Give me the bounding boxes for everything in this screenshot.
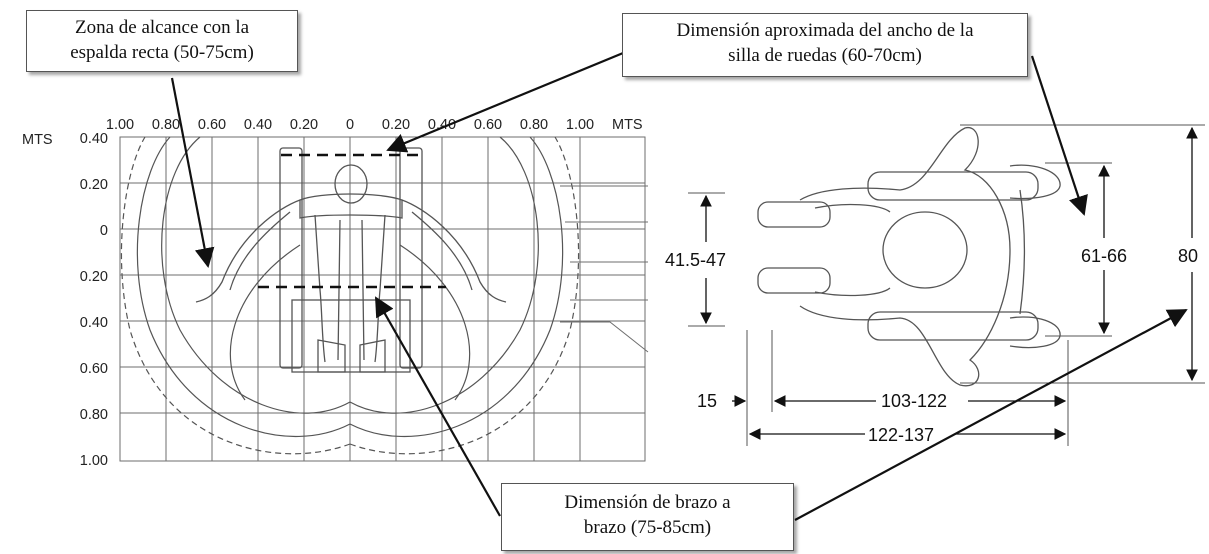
dimension-arrows bbox=[700, 126, 1198, 440]
reach-callout-arrow bbox=[170, 77, 215, 268]
x-tick-label: 0.20 bbox=[382, 117, 410, 133]
callout-width-line2: silla de ruedas (60-70cm) bbox=[728, 45, 922, 66]
callout-chair-width: Dimensión aproximada del ancho de la sil… bbox=[622, 13, 1028, 77]
reach-arcs bbox=[120, 136, 580, 455]
x-tick-label: 1.00 bbox=[106, 117, 134, 133]
y-tick-label: 0 bbox=[100, 223, 108, 239]
dim-footrest-width: 41.5-47 bbox=[665, 250, 726, 270]
y-tick-label: 0.20 bbox=[80, 177, 108, 193]
dim-overall-width: 80 bbox=[1178, 246, 1198, 266]
chair-width-callout-arrow bbox=[386, 44, 641, 153]
x-tick-label: 0.40 bbox=[244, 117, 272, 133]
y-tick-label: 0.80 bbox=[80, 407, 108, 423]
dim-wheel-width: 61-66 bbox=[1081, 246, 1127, 266]
y-tick-label: 0.40 bbox=[80, 315, 108, 331]
wheelchair-plan-figure bbox=[195, 147, 507, 373]
x-tick-label: 0.60 bbox=[198, 117, 226, 133]
callout-arm-line2: brazo (75-85cm) bbox=[583, 517, 712, 538]
x-tick-label: 0.40 bbox=[428, 117, 456, 133]
plan-unit-left: MTS bbox=[22, 132, 53, 148]
chair-width-to-top-view-arrow bbox=[1030, 55, 1088, 216]
dim-overall-length: 122-137 bbox=[868, 425, 934, 445]
plan-unit-right: MTS bbox=[612, 117, 643, 133]
x-tick-label: 0.80 bbox=[152, 117, 180, 133]
x-tick-label: 1.00 bbox=[566, 117, 594, 133]
x-tick-label: 0.60 bbox=[474, 117, 502, 133]
plan-leader-lines bbox=[560, 185, 649, 353]
plan-grid bbox=[119, 136, 646, 462]
y-tick-label: 0.40 bbox=[80, 131, 108, 147]
callout-arrows bbox=[170, 44, 1188, 521]
callout-reach-line1: Zona de alcance con la bbox=[74, 17, 250, 38]
y-tick-label: 0.20 bbox=[80, 269, 108, 285]
dim-offset: 15 bbox=[697, 391, 717, 411]
callout-arm-span: Dimensión de brazo a brazo (75-85cm) bbox=[501, 483, 794, 551]
dim-seat-length: 103-122 bbox=[881, 391, 947, 411]
callout-arm-line1: Dimensión de brazo a bbox=[564, 492, 731, 513]
arm-span-callout-arrow bbox=[375, 296, 501, 517]
x-tick-label: 0 bbox=[346, 117, 354, 133]
reach-plan: MTS MTS 1.00 0.80 0.60 0.40 0.20 0 0.20 … bbox=[22, 117, 649, 469]
y-tick-label: 1.00 bbox=[80, 453, 108, 469]
x-tick-label: 0.80 bbox=[520, 117, 548, 133]
y-tick-label: 0.60 bbox=[80, 361, 108, 377]
dimension-extension-lines bbox=[688, 124, 1205, 446]
x-tick-label: 0.20 bbox=[290, 117, 318, 133]
wheelchair-top-view: 41.5-47 61-66 80 15 103-122 122-137 bbox=[665, 124, 1205, 446]
wheelchair-top-figure bbox=[757, 127, 1061, 387]
callout-width-line1: Dimensión aproximada del ancho de la bbox=[676, 20, 974, 41]
arm-span-to-top-view-arrow bbox=[794, 309, 1188, 521]
callout-reach-zone: Zona de alcance con la espalda recta (50… bbox=[26, 10, 298, 72]
callout-reach-line2: espalda recta (50-75cm) bbox=[70, 42, 254, 63]
